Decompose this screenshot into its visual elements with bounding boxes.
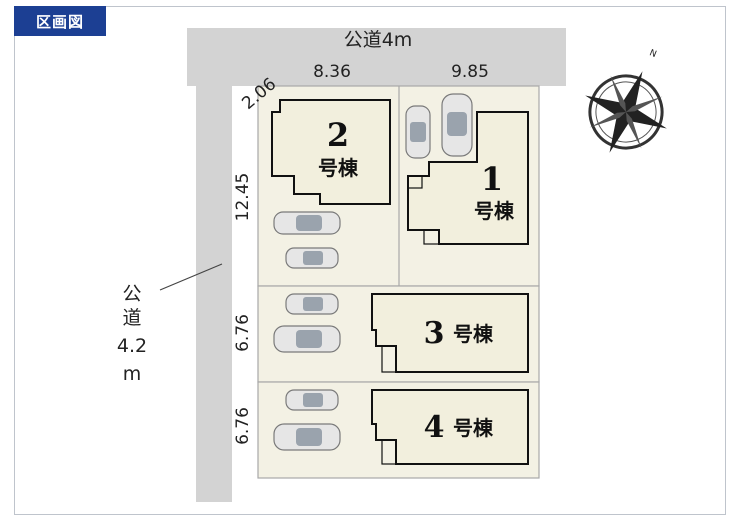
lot-1-suffix: 号棟 [474,199,515,223]
dim-top-3: 9.85 [451,62,489,82]
lot-3-number: 3 [424,316,445,351]
compass-icon [585,71,667,153]
car-icon [273,325,341,353]
dim-top-2: 8.36 [313,62,351,82]
car-icon [285,389,339,411]
road-left-label-4: m [123,363,142,385]
building-4 [371,389,529,465]
road-left-label-1: 公 [122,283,141,305]
lot-4-number: 4 [424,410,445,445]
car-icon [273,211,341,235]
entrance-1 [423,229,440,245]
car-icon [285,293,339,315]
section-badge: 区画図 [14,6,106,36]
road-left-label-2: 道 [122,307,141,329]
building-3 [371,293,529,373]
dim-left-2: 6.76 [233,314,253,352]
entrance-1b [407,175,423,189]
car-icon [405,105,431,159]
dim-left-3: 6.76 [233,407,253,445]
lot-4-suffix: 号棟 [453,416,494,440]
entrance-4 [381,439,397,465]
lot-1-number: 1 [481,160,503,198]
car-icon [273,423,341,451]
road-left-label-3: 4.2 [117,335,147,357]
car-icon [285,247,339,269]
building-2 [271,99,391,205]
lot-2-number: 2 [327,116,349,154]
compass-north-label: N [648,48,658,60]
road-top-label: 公道4m [344,29,413,51]
road-top [187,28,566,86]
entrance-3 [381,345,397,373]
lot-2-suffix: 号棟 [318,156,359,180]
dim-left-1: 12.45 [233,173,253,222]
lot-3-suffix: 号棟 [453,322,494,346]
building-1 [407,111,529,245]
road-left [196,82,232,502]
leader-line [159,263,223,291]
car-icon [441,93,473,157]
